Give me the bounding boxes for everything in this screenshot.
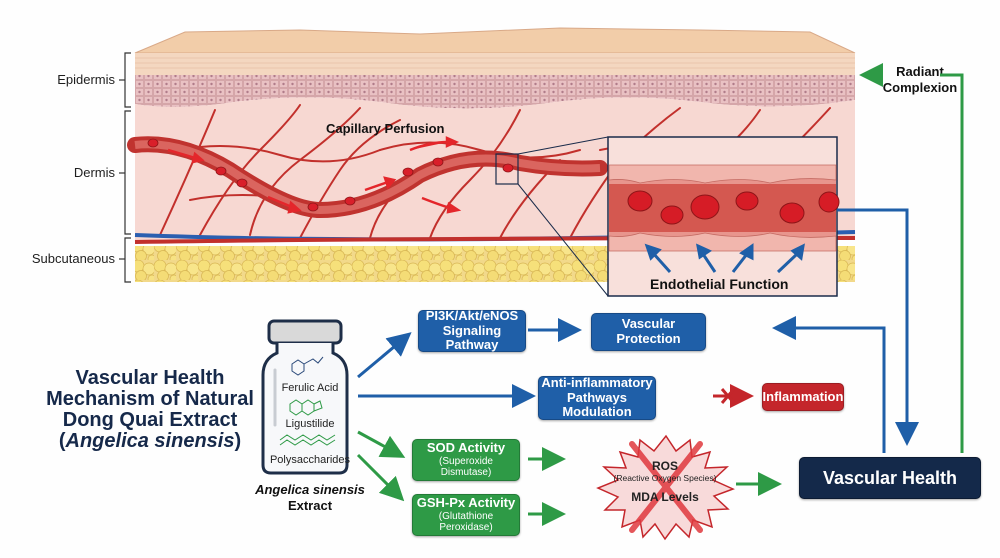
skin-cross-section (119, 27, 856, 297)
gsh-subtitle: (Glutathione Peroxidase) (438, 510, 494, 534)
extract-label: Angelica sinensis Extract (240, 482, 380, 514)
extract-bottle-icon (261, 319, 349, 475)
endothelial-function-label: Endothelial Function (650, 276, 789, 292)
title-line-3: Dong Quai Extract (62, 409, 238, 431)
title-line-4: (Angelica sinensis) (30, 431, 270, 452)
vascular-protection-box: Vascular Protection (591, 313, 706, 351)
diagram-title: Vascular Health Mechanism of Natural Don… (30, 368, 270, 452)
paren-close: ) (234, 430, 242, 452)
gsh-title: GSH-Px Activity (416, 495, 516, 511)
ros-title: ROS (651, 459, 678, 473)
extract-species-italic: Angelica sinensis (255, 482, 365, 497)
epidermis-cells (135, 75, 855, 109)
radiant-line1: Radiant (896, 64, 944, 79)
pi3k-line1: PI3K/Akt/eNOS (425, 307, 519, 323)
compound-ligustilide: Ligustilide (285, 418, 335, 430)
title-line-2: Mechanism of Natural (46, 388, 254, 410)
arrow-bottle-to-gsh (356, 453, 405, 502)
radiant-line2: Complexion (882, 80, 958, 95)
arrow-bottle-to-pi3k (357, 332, 412, 379)
red-blood-cells (147, 138, 514, 212)
mda-levels: MDA Levels (631, 489, 699, 504)
radiant-complexion-label: Radiant Complexion (880, 64, 960, 96)
arrow-endothelium-to-health (837, 208, 919, 446)
capillary-perfusion-label: Capillary Perfusion (326, 121, 445, 136)
inflammation-box: Inflammation (762, 383, 844, 411)
epidermis-layer (135, 53, 855, 75)
sod-subtitle: (Superoxide Dismutase) (439, 455, 493, 479)
title-line-1: Vascular Health (75, 367, 225, 389)
title-species: Angelica sinensis (65, 430, 235, 452)
compound-ferulic-acid: Ferulic Acid (281, 382, 339, 394)
extract-species: Angelica sinensis (240, 482, 380, 498)
label-subcutaneous: Subcutaneous (31, 251, 115, 266)
stratum-corneum (134, 27, 856, 54)
arrow-health-to-complexion (940, 73, 964, 453)
anti-inflammatory-box: Anti-inflammatory Pathways Modulation (538, 374, 656, 420)
inhibition-x-icon (720, 388, 736, 404)
arrow-bottle-to-sod (357, 430, 406, 458)
zoom-source-box (495, 153, 519, 185)
gsh-px-activity-box: GSH-Px Activity (Glutathione Peroxidase) (412, 494, 520, 536)
pi3k-pathway-box: PI3K/Akt/eNOS Signaling Pathway (418, 307, 526, 353)
extract-word: Extract (287, 498, 333, 513)
ros-label: ROS (Reactive Oxygen Species) MDA Levels (595, 459, 735, 504)
paren-open: ( (58, 430, 66, 452)
label-epidermis: Epidermis (57, 72, 115, 87)
anti-inflammatory-line1: Anti-inflammatory (541, 374, 653, 390)
pi3k-line2: Signaling Pathway (442, 322, 502, 353)
anti-inflammatory-line2: Pathways Modulation (562, 389, 632, 420)
ros-cross-icon (629, 441, 703, 533)
ros-subtitle: (Reactive Oxygen Species) (613, 473, 717, 484)
compound-polysaccharides: Polysaccharides (269, 454, 351, 466)
label-dermis: Dermis (73, 165, 115, 180)
sod-activity-box: SOD Activity (Superoxide Dismutase) (412, 439, 520, 481)
layer-brackets (119, 52, 131, 283)
vascular-health-box: Vascular Health (799, 457, 981, 499)
endothelium-inset (607, 136, 840, 297)
flow-arrows (167, 136, 462, 214)
arrow-health-to-protection (772, 316, 886, 453)
sod-title: SOD Activity (426, 440, 506, 456)
